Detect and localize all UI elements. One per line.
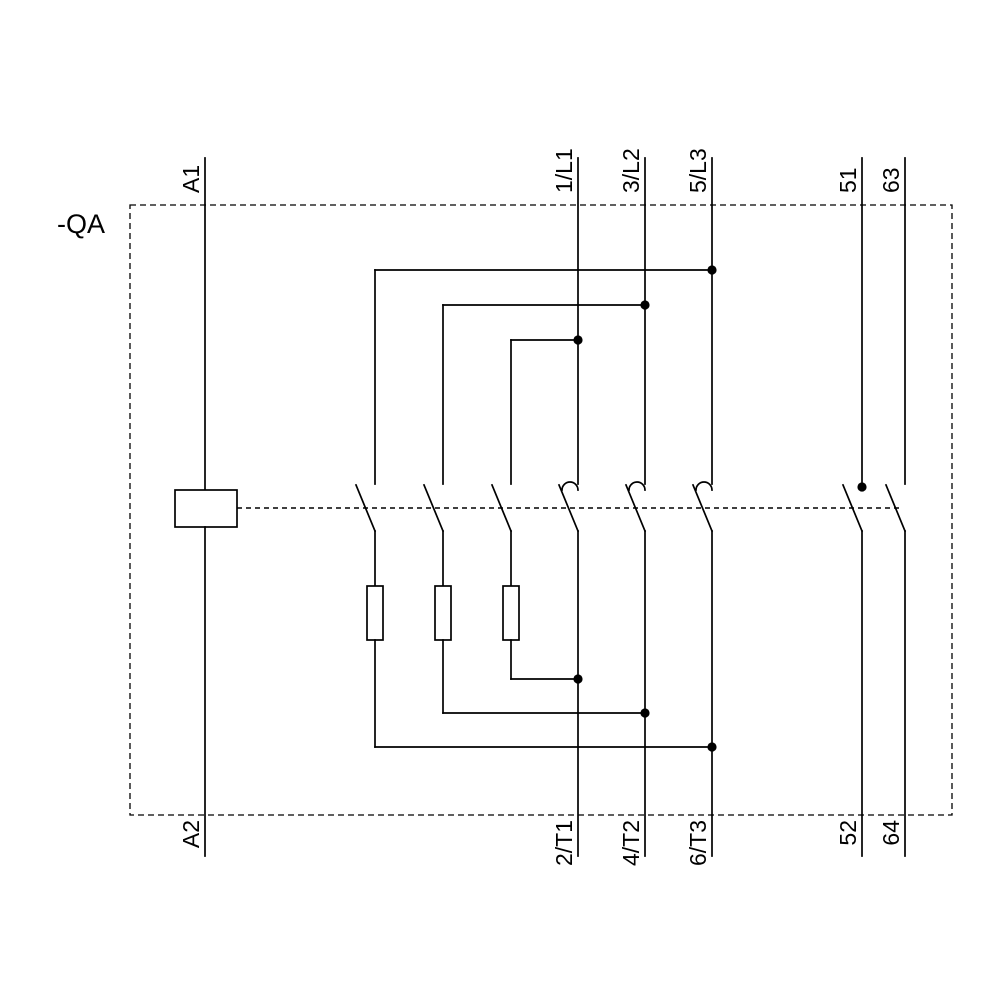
- terminal-label-2t1: 2/T1: [551, 820, 577, 866]
- main-contact-slant-1: [557, 483, 580, 533]
- resistor-symbol-1: [366, 585, 384, 641]
- main-contact-slant-2: [624, 483, 647, 533]
- coil-symbol: [174, 489, 238, 528]
- terminal-label-a2: A2: [178, 820, 204, 848]
- terminal-label-1l1: 1/L1: [551, 148, 577, 193]
- aux-contact-51-52: 51 52: [835, 157, 867, 857]
- terminal-label-6t3: 6/T3: [685, 820, 711, 866]
- mirror-contact-dot: [857, 482, 867, 492]
- resistor-symbol-2: [434, 585, 452, 641]
- resistor-symbol-3: [502, 585, 520, 641]
- precharge-branch-1: [354, 265, 717, 752]
- aux-contact-63-64: 63 64: [878, 157, 907, 857]
- main-contact-slant-3: [691, 483, 714, 533]
- device-tag-label: -QA: [57, 209, 105, 239]
- main-pole-1: 1/L1 2/T1: [551, 148, 580, 866]
- junction-dot: [573, 335, 583, 345]
- aux-contact-slant-51: [841, 483, 864, 533]
- junction-dot: [573, 674, 583, 684]
- precharge-contact-slant-3: [490, 483, 513, 533]
- junction-dot: [707, 265, 717, 275]
- terminal-label-51: 51: [835, 167, 861, 193]
- terminal-label-3l2: 3/L2: [618, 148, 644, 193]
- junction-dot: [640, 708, 650, 718]
- precharge-contact-slant-2: [422, 483, 445, 533]
- coil-circuit: A1 A2: [174, 157, 238, 857]
- terminal-label-4t2: 4/T2: [618, 820, 644, 866]
- main-contact-arc-2: [628, 481, 646, 491]
- main-pole-3: 5/L3 6/T3: [685, 148, 714, 866]
- main-contact-arc-3: [695, 481, 713, 491]
- terminal-label-64: 64: [878, 820, 904, 846]
- junction-dot: [707, 742, 717, 752]
- terminal-label-a1: A1: [178, 165, 204, 193]
- precharge-branch-2: [422, 300, 650, 718]
- main-contact-arc-1: [561, 481, 579, 491]
- main-pole-2: 3/L2 4/T2: [618, 148, 647, 866]
- terminal-label-5l3: 5/L3: [685, 148, 711, 193]
- device-boundary: [129, 204, 953, 816]
- terminal-label-52: 52: [835, 820, 861, 846]
- junction-dot: [640, 300, 650, 310]
- precharge-contact-slant-1: [354, 483, 377, 533]
- terminal-label-63: 63: [878, 167, 904, 193]
- aux-contact-slant-63: [884, 483, 907, 533]
- precharge-branch-3: [490, 335, 583, 684]
